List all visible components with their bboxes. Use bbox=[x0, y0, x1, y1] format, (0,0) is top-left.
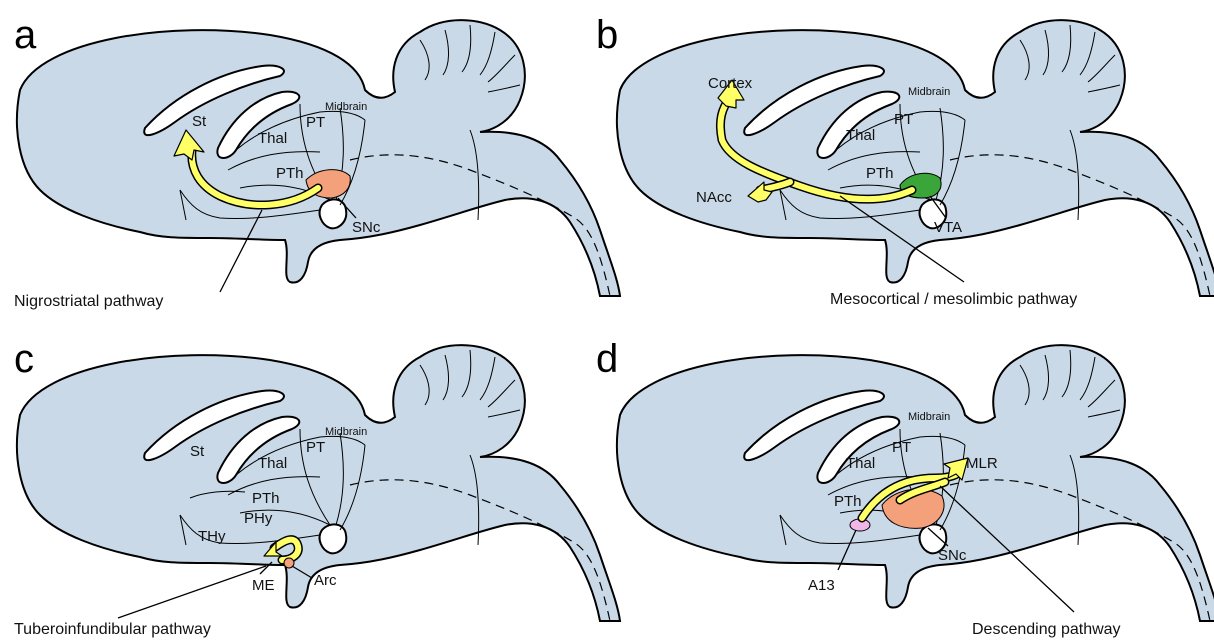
label-snc: SNc bbox=[352, 219, 381, 236]
caption: Mesocortical / mesolimbic pathway bbox=[830, 291, 1077, 308]
panel-letter: c bbox=[14, 337, 34, 381]
label-pth: PTh bbox=[866, 165, 894, 182]
label-a13: A13 bbox=[808, 577, 835, 594]
label-st: St bbox=[190, 443, 205, 460]
label-me: ME bbox=[252, 577, 275, 594]
panel-b: b Cortex Thal PT Midbrain PTh NAcc VTA M… bbox=[596, 13, 1214, 308]
label-pt: PT bbox=[892, 439, 911, 456]
label-vta: VTA bbox=[934, 219, 962, 236]
label-cortex: Cortex bbox=[708, 75, 753, 92]
panel-d: d Thal PT Midbrain PTh MLR SNc A13 Desce… bbox=[596, 337, 1214, 638]
panel-c: c St Thal PT Midbrain PTh PHy THy ME Arc… bbox=[14, 337, 620, 638]
label-snc: SNc bbox=[938, 547, 967, 564]
caption: Descending pathway bbox=[972, 621, 1121, 638]
label-pth: PTh bbox=[834, 493, 862, 510]
panel-letter: b bbox=[596, 13, 618, 57]
label-pth: PTh bbox=[252, 490, 280, 507]
label-pt: PT bbox=[306, 114, 325, 131]
label-thal: Thal bbox=[258, 455, 287, 472]
label-midbrain: Midbrain bbox=[325, 426, 367, 438]
label-midbrain: Midbrain bbox=[908, 86, 950, 98]
label-pt: PT bbox=[894, 111, 913, 128]
label-thy: THy bbox=[198, 528, 226, 545]
caption: Tuberoinfundibular pathway bbox=[14, 621, 211, 638]
label-arc: Arc bbox=[314, 572, 337, 589]
label-thal: Thal bbox=[846, 455, 875, 472]
label-pth: PTh bbox=[276, 165, 304, 182]
label-mlr: MLR bbox=[966, 455, 998, 472]
label-thal: Thal bbox=[258, 130, 287, 147]
label-nacc: NAcc bbox=[696, 189, 732, 206]
label-st: St bbox=[192, 113, 207, 130]
label-phy: PHy bbox=[244, 510, 273, 527]
panel-a: a St Thal PT Midbrain PTh SNc Nigrostria… bbox=[14, 13, 620, 310]
panel-letter: a bbox=[14, 13, 37, 57]
label-midbrain: Midbrain bbox=[908, 411, 950, 423]
panel-letter: d bbox=[596, 337, 618, 381]
caption: Nigrostriatal pathway bbox=[14, 293, 163, 310]
label-thal: Thal bbox=[846, 127, 875, 144]
label-pt: PT bbox=[306, 439, 325, 456]
label-midbrain: Midbrain bbox=[325, 101, 367, 113]
